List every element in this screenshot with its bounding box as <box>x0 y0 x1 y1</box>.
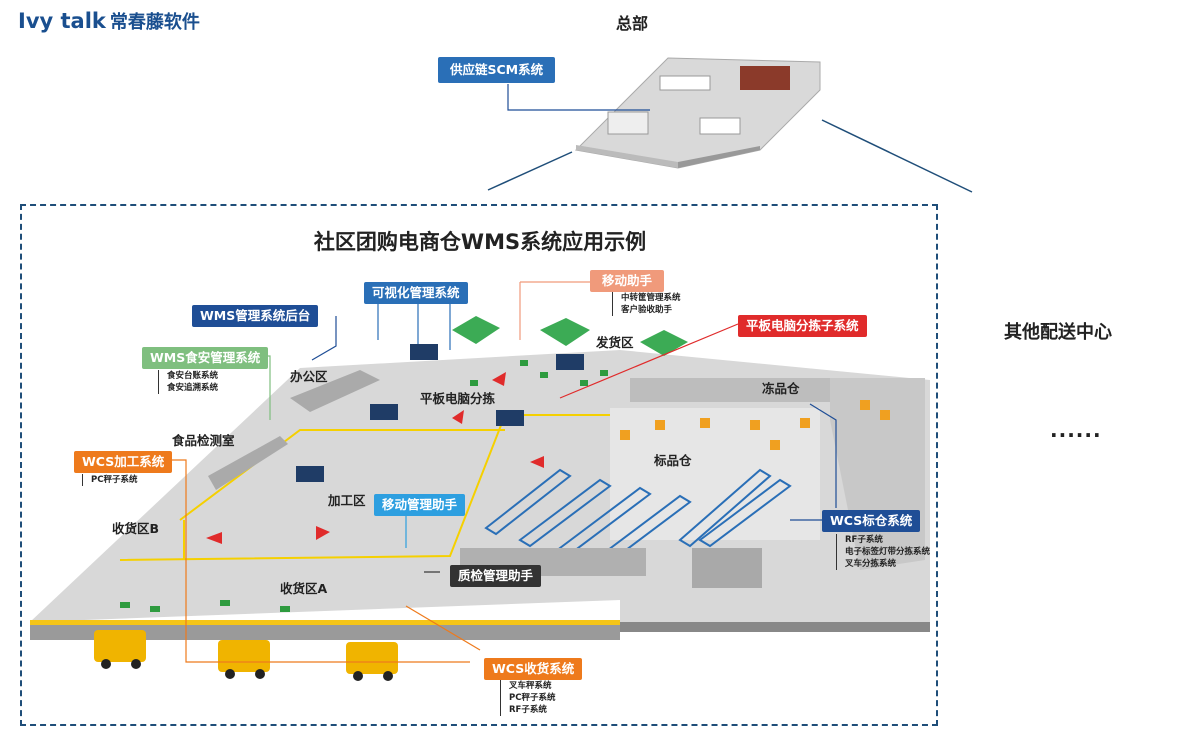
visual-mgmt-tag: 可视化管理系统 <box>364 282 468 304</box>
wcs-receive-item: PC秤子系统 <box>500 692 555 704</box>
wcs-std-item: 叉车分拣系统 <box>836 558 930 570</box>
scm-system-tag: 供应链SCM系统 <box>438 57 556 83</box>
food-safety-items: 食安台账系统 食安追溯系统 <box>158 370 218 394</box>
lab-wall <box>208 436 288 490</box>
tablet-sorting-tag: 平板电脑分拣子系统 <box>738 315 867 337</box>
diagram-title: 社区团购电商仓WMS系统应用示例 <box>313 230 647 254</box>
standard-warehouse-label: 标品仓 <box>654 453 692 468</box>
food-safety-item: 食安追溯系统 <box>158 382 218 394</box>
receive-a-label: 收货区A <box>280 581 328 596</box>
shipping-tents <box>452 316 688 356</box>
wcs-receive-item: RF子系统 <box>500 704 555 716</box>
wcs-std-item: RF子系统 <box>836 534 930 546</box>
wcs-receive-items: 叉车秤系统 PC秤子系统 RF子系统 <box>500 680 555 716</box>
wcs-std-tag: WCS标仓系统 <box>822 510 921 532</box>
wcs-process-tag: WCS加工系统 <box>74 451 173 473</box>
delivery-trucks <box>94 630 398 681</box>
tablet-area-label: 平板电脑分拣 <box>420 391 496 406</box>
food-safety-tag: WMS食安管理系统 <box>142 347 269 369</box>
monitor-screens <box>296 344 584 482</box>
mobile-mgmt-tag: 移动管理助手 <box>374 494 466 516</box>
wcs-process-items: PC秤子系统 <box>82 474 137 486</box>
mobile-item: 客户验收助手 <box>612 304 681 316</box>
mobile-assistant-items: 中转筐管理系统 客户验收助手 <box>612 292 681 316</box>
logo-cn: 常春藤软件 <box>109 12 200 33</box>
processing-area-label: 加工区 <box>328 493 366 508</box>
hq-label: 总部 <box>616 14 649 33</box>
wcs-process-item: PC秤子系统 <box>82 474 137 486</box>
frozen-warehouse-label: 冻品仓 <box>762 381 800 396</box>
headquarters-building <box>574 57 821 169</box>
wcs-receive-tag: WCS收货系统 <box>484 658 583 680</box>
qc-assistant-tag: 质检管理助手 <box>450 565 542 587</box>
shipping-area-label: 发货区 <box>596 335 634 350</box>
office-wall <box>290 370 380 412</box>
wcs-receive-item: 叉车秤系统 <box>500 680 555 692</box>
food-safety-item: 食安台账系统 <box>158 370 218 382</box>
warehouse-frame <box>20 204 938 726</box>
wcs-std-items: RF子系统 电子标签灯带分拣系统 叉车分拣系统 <box>836 534 930 570</box>
wcs-std-item: 电子标签灯带分拣系统 <box>836 546 930 558</box>
logo-en: Ivy talk <box>18 9 106 33</box>
mobile-item: 中转筐管理系统 <box>612 292 681 304</box>
wms-admin-tag: WMS管理系统后台 <box>192 305 319 327</box>
flow-arrows <box>206 372 544 544</box>
mobile-assistant-tag: 移动助手 <box>590 270 665 292</box>
ellipsis-label: ...... <box>1050 418 1102 442</box>
food-lab-label: 食品检测室 <box>172 433 235 448</box>
office-area-label: 办公区 <box>290 369 328 384</box>
receive-b-label: 收货区B <box>112 521 160 536</box>
other-center-label: 其他配送中心 <box>1004 322 1112 343</box>
